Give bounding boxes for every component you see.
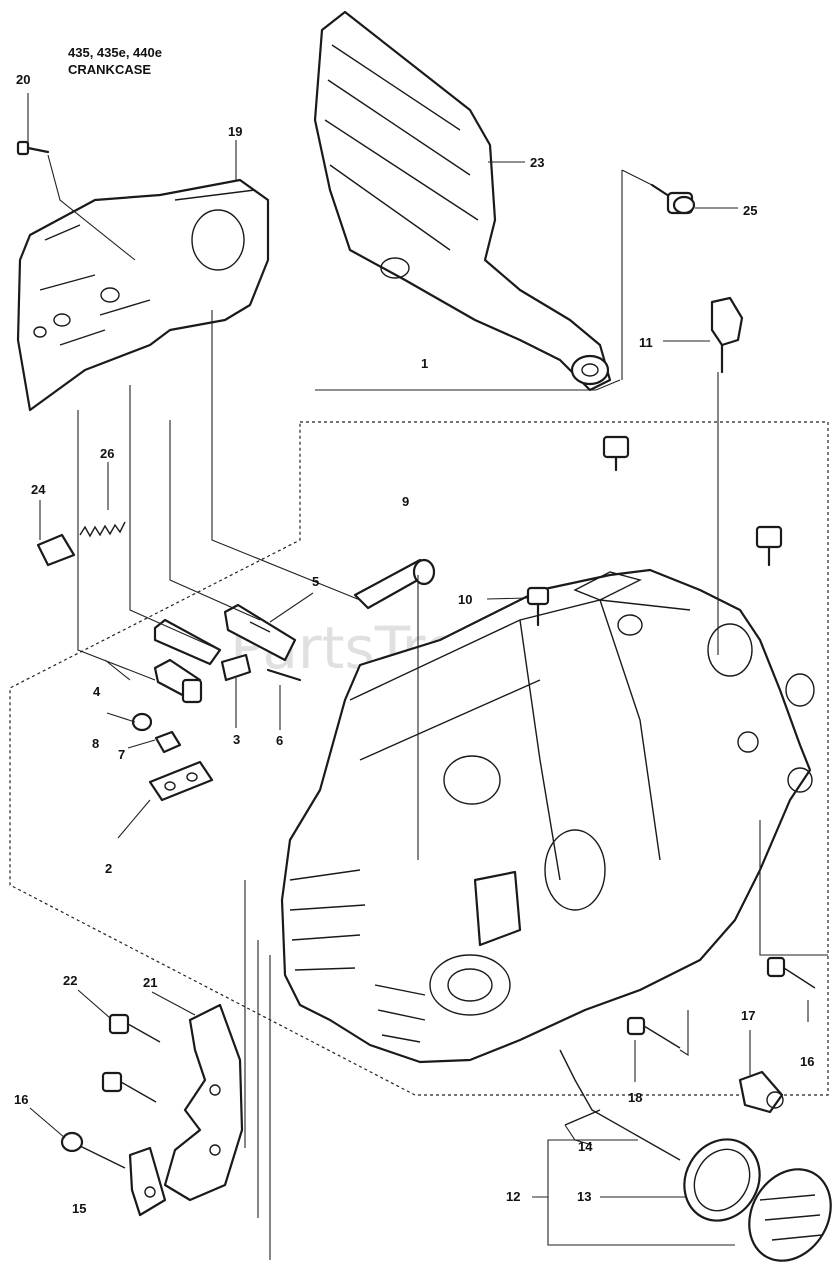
part-14-cable[interactable] xyxy=(559,1049,681,1161)
callout-12: 12 xyxy=(506,1189,520,1204)
callout-17: 17 xyxy=(741,1008,755,1023)
part-15-plate[interactable] xyxy=(128,1146,167,1217)
part-19-guard-plate[interactable] xyxy=(16,178,270,412)
part-21-bumper-spike[interactable] xyxy=(163,1003,244,1202)
part-16-screw-left[interactable] xyxy=(60,1131,126,1169)
part-26-spring[interactable] xyxy=(79,521,126,538)
callout-10: 10 xyxy=(458,592,472,607)
part-20-screw[interactable] xyxy=(16,140,50,156)
callout-26: 26 xyxy=(100,446,114,461)
part-5-pin[interactable] xyxy=(153,603,297,666)
callout-24: 24 xyxy=(31,482,46,497)
part-3-plate[interactable] xyxy=(220,653,252,682)
crankcase-lever[interactable] xyxy=(353,558,436,610)
part-17-nut[interactable] xyxy=(738,1070,784,1114)
callout-25: 25 xyxy=(743,203,757,218)
part-22-screw[interactable] xyxy=(108,1013,161,1043)
bumper-screw-lower[interactable] xyxy=(101,1071,157,1103)
callout-18: 18 xyxy=(628,1090,642,1105)
leader-lines xyxy=(27,93,828,1260)
part-8-washer[interactable] xyxy=(131,712,153,732)
part-2-bracket[interactable] xyxy=(148,760,214,802)
section-title: CRANKCASE xyxy=(68,62,151,77)
part-12-filler-cap[interactable] xyxy=(733,1154,839,1275)
crankcase-top-bolt-a[interactable] xyxy=(602,435,630,472)
model-numbers: 435, 435e, 440e xyxy=(68,45,162,60)
part-16-screw-right[interactable] xyxy=(766,956,816,989)
part-11-clip[interactable] xyxy=(710,296,744,374)
part-18-screw[interactable] xyxy=(626,1016,681,1049)
callout-20: 20 xyxy=(16,72,30,87)
part-6-pin[interactable] xyxy=(266,668,302,682)
part-10-bolt[interactable] xyxy=(526,586,550,627)
callout-2: 2 xyxy=(105,861,112,876)
part-7-screw[interactable] xyxy=(154,730,182,754)
callout-9: 9 xyxy=(402,494,409,509)
callout-11: 11 xyxy=(639,335,653,350)
callout-16-left: 16 xyxy=(14,1092,28,1107)
part-13-seal-ring[interactable] xyxy=(670,1126,774,1235)
callouts: 1 2 3 4 5 6 7 8 9 10 11 12 13 14 15 16 1… xyxy=(14,72,814,1216)
callout-21: 21 xyxy=(143,975,157,990)
crankcase-top-bolt-b[interactable] xyxy=(755,525,783,567)
callout-7: 7 xyxy=(118,747,125,762)
part-25-shoulder-bolt[interactable] xyxy=(650,183,696,215)
callout-16-right: 16 xyxy=(800,1054,814,1069)
callout-14: 14 xyxy=(578,1139,593,1154)
callout-22: 22 xyxy=(63,973,77,988)
callout-13: 13 xyxy=(577,1189,591,1204)
part-23-front-handguard[interactable] xyxy=(313,10,612,392)
callout-5: 5 xyxy=(312,574,319,589)
part-9-crankcase[interactable] xyxy=(280,568,815,1064)
callout-6: 6 xyxy=(276,733,283,748)
assembly-boundary xyxy=(9,421,829,1096)
callout-4: 4 xyxy=(93,684,101,699)
callout-19: 19 xyxy=(228,124,242,139)
part-4-bushing[interactable] xyxy=(153,658,203,704)
part-24-sleeve[interactable] xyxy=(36,533,76,567)
callout-23: 23 xyxy=(530,155,544,170)
callout-3: 3 xyxy=(233,732,240,747)
callout-8: 8 xyxy=(92,736,99,751)
callout-15: 15 xyxy=(72,1201,86,1216)
callout-1: 1 xyxy=(421,356,428,371)
